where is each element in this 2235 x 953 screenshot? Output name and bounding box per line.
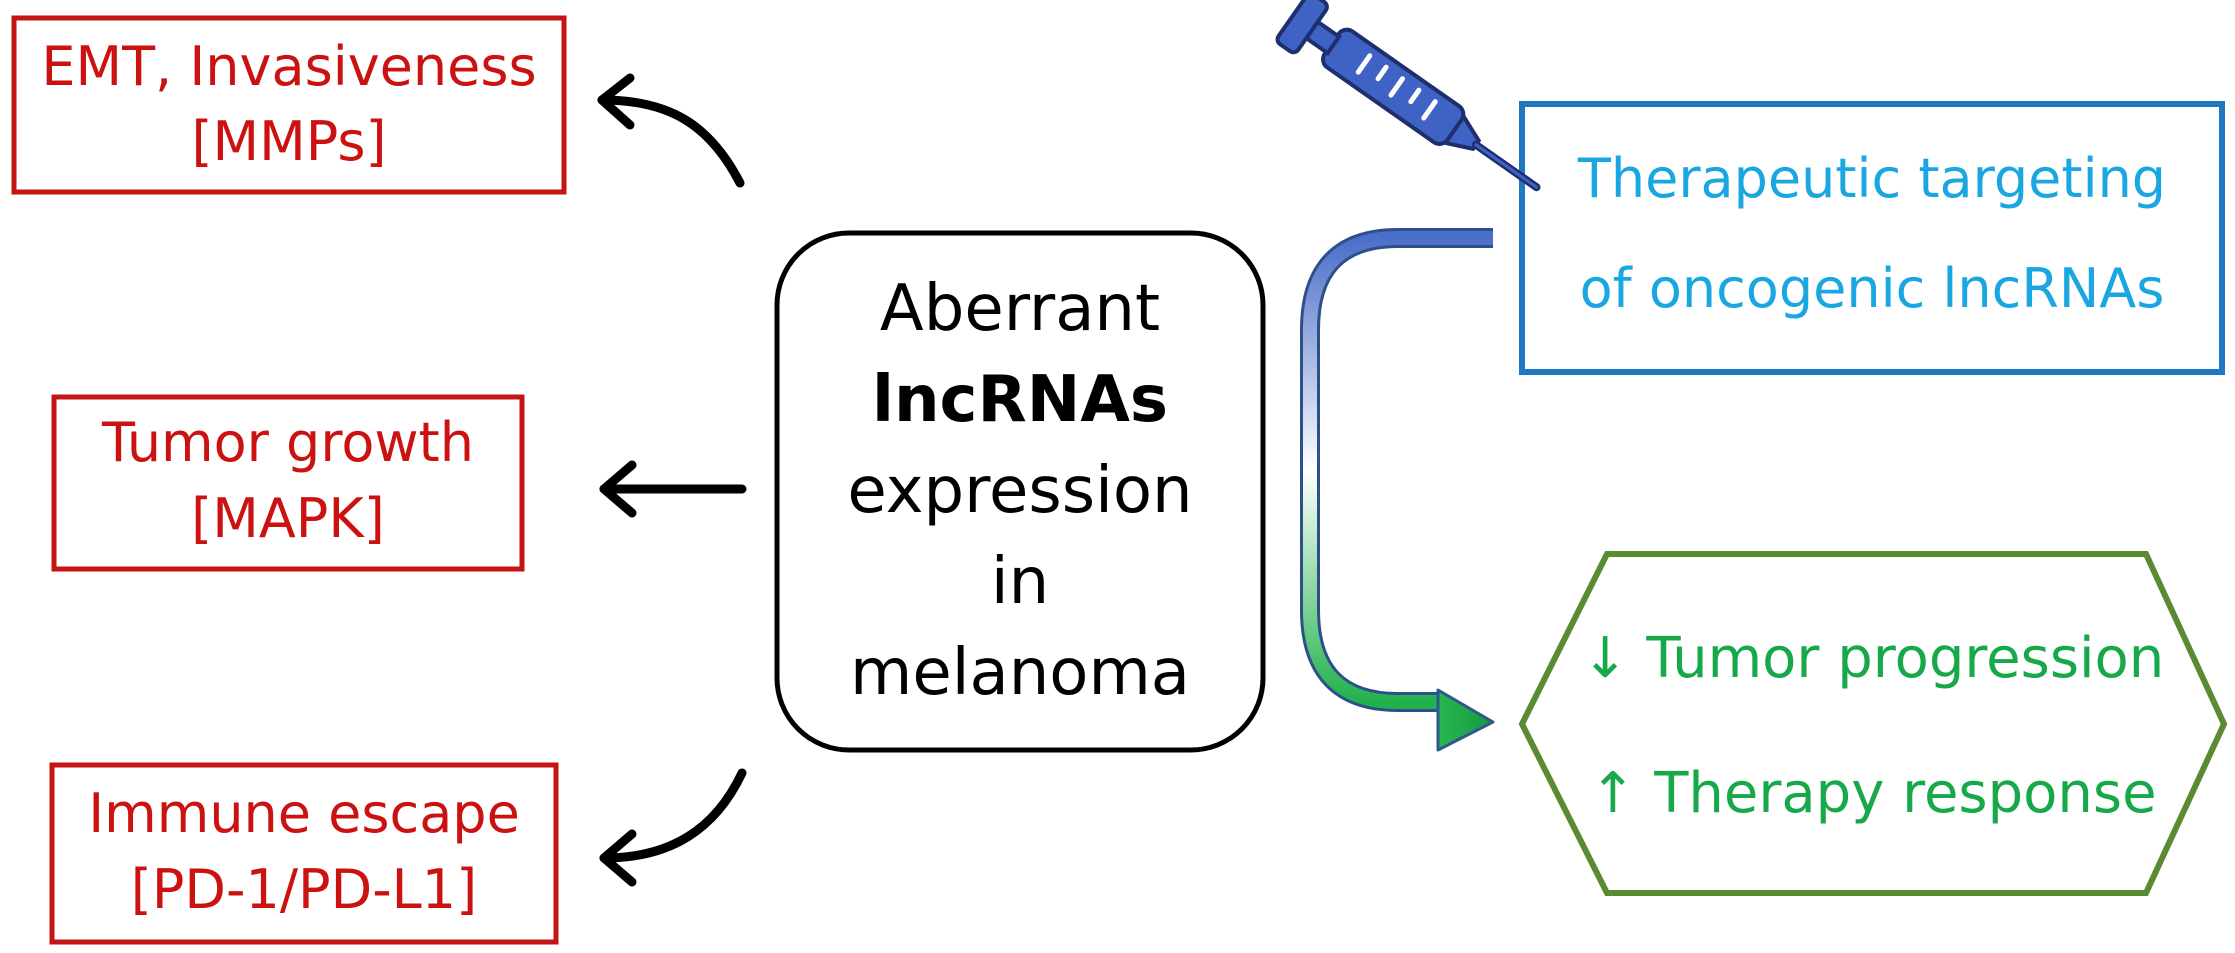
arrow-to-tumor-growth	[599, 460, 747, 518]
arrow-to-emt	[597, 73, 745, 188]
effect-tumor-growth-line1: Tumor growth	[101, 411, 474, 474]
therapy-line-2: of oncogenic lncRNAs	[1580, 257, 2165, 320]
flow-arrow	[1300, 228, 1495, 752]
effect-box-tumor-growth: Tumor growth [MAPK]	[51, 394, 525, 572]
effect-box-emt: EMT, Invasiveness [MMPs]	[11, 15, 567, 195]
outcome-line-2: ↑ Therapy response	[1589, 761, 2156, 826]
center-box: Aberrant lncRNAs expression in melanoma	[774, 230, 1266, 753]
center-line-5: melanoma	[850, 636, 1190, 710]
effect-emt-line2: [MMPs]	[191, 110, 386, 173]
therapy-line-1: Therapeutic targeting	[1577, 147, 2166, 210]
effect-box-immune-escape: Immune escape [PD-1/PD-L1]	[49, 762, 559, 945]
outcome-hexagon: ↓ Tumor progression ↑ Therapy response	[1518, 551, 2228, 896]
center-line-3: expression	[847, 454, 1192, 528]
therapy-box: Therapeutic targeting of oncogenic lncRN…	[1519, 101, 2225, 375]
center-line-1: Aberrant	[880, 272, 1160, 346]
outcome-line-1: ↓ Tumor progression	[1582, 626, 2165, 691]
effect-immune-escape-line1: Immune escape	[88, 782, 520, 845]
effect-immune-escape-line2: [PD-1/PD-L1]	[131, 858, 477, 921]
center-line-4: in	[991, 545, 1049, 619]
arrow-to-immune-escape	[599, 768, 747, 887]
effect-tumor-growth-line2: [MAPK]	[191, 487, 385, 550]
center-line-2: lncRNAs	[872, 363, 1168, 437]
effect-emt-line1: EMT, Invasiveness	[41, 35, 536, 98]
flow-arrow-head	[1436, 688, 1495, 752]
syringe-icon	[1275, 0, 1541, 192]
